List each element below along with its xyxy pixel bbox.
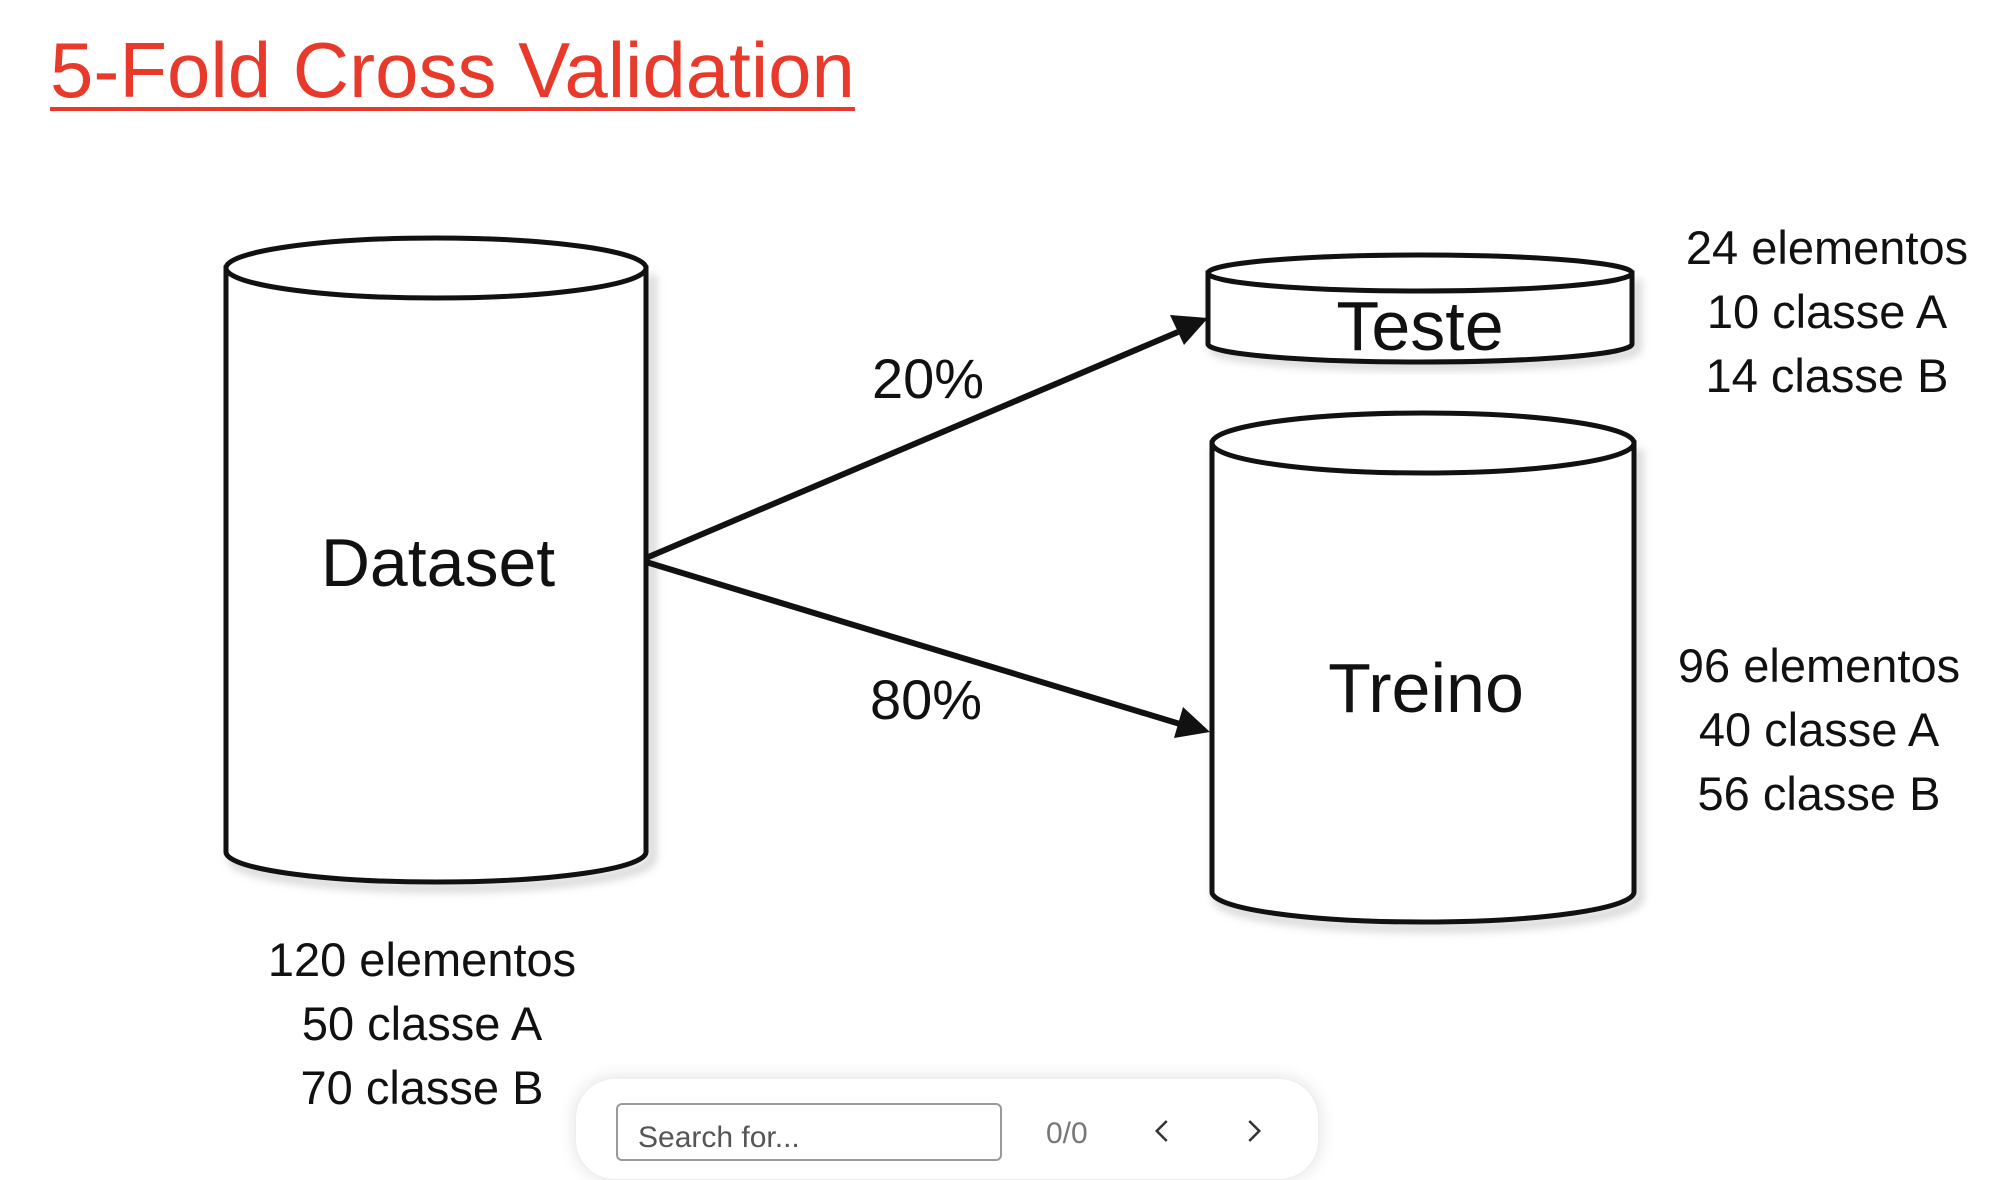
arrow-to-teste: 20% [644,315,1208,561]
slide: 5-Fold Cross Validation Dataset Teste T [50,26,1982,1180]
teste-stat-class-b: 14 classe B [1705,349,1949,402]
arrow-to-treino: 80% [645,559,1210,738]
treino-label: Treino [1328,649,1524,727]
chevron-left-icon [1154,1120,1168,1142]
edge-label-80: 80% [870,668,982,731]
previous-result-button[interactable] [1141,1109,1185,1153]
dataset-label: Dataset [321,525,555,601]
teste-label: Teste [1336,287,1503,365]
dataset-stat-class-b: 70 classe B [300,1061,544,1114]
treino-stat-class-b: 56 classe B [1697,767,1941,820]
teste-stats: 24 elementos 10 classe A 14 classe B [1672,216,1982,408]
teste-stat-class-a: 10 classe A [1706,285,1948,338]
search-bar: 0/0 [575,1078,1319,1180]
next-result-button[interactable] [1231,1109,1275,1153]
dataset-cylinder: Dataset [223,235,657,893]
dataset-stats: 120 elementos 50 classe A 70 classe B [262,928,582,1120]
dataset-stat-class-a: 50 classe A [301,997,543,1050]
chevron-right-icon [1248,1120,1262,1142]
treino-stat-total: 96 elementos [1677,639,1961,692]
teste-cylinder: Teste [1205,252,1642,371]
search-result-count: 0/0 [1046,1117,1088,1150]
treino-stat-class-a: 40 classe A [1698,703,1940,756]
search-input[interactable] [616,1103,1002,1161]
treino-stats: 96 elementos 40 classe A 56 classe B [1664,634,1974,826]
cross-validation-diagram: Dataset Teste Treino 20% 80% [223,235,1644,933]
edge-label-20: 20% [872,347,984,410]
page-title: 5-Fold Cross Validation [50,26,855,114]
teste-stat-total: 24 elementos [1685,221,1969,274]
treino-cylinder: Treino [1209,410,1644,933]
dataset-stat-total: 120 elementos [267,933,577,986]
